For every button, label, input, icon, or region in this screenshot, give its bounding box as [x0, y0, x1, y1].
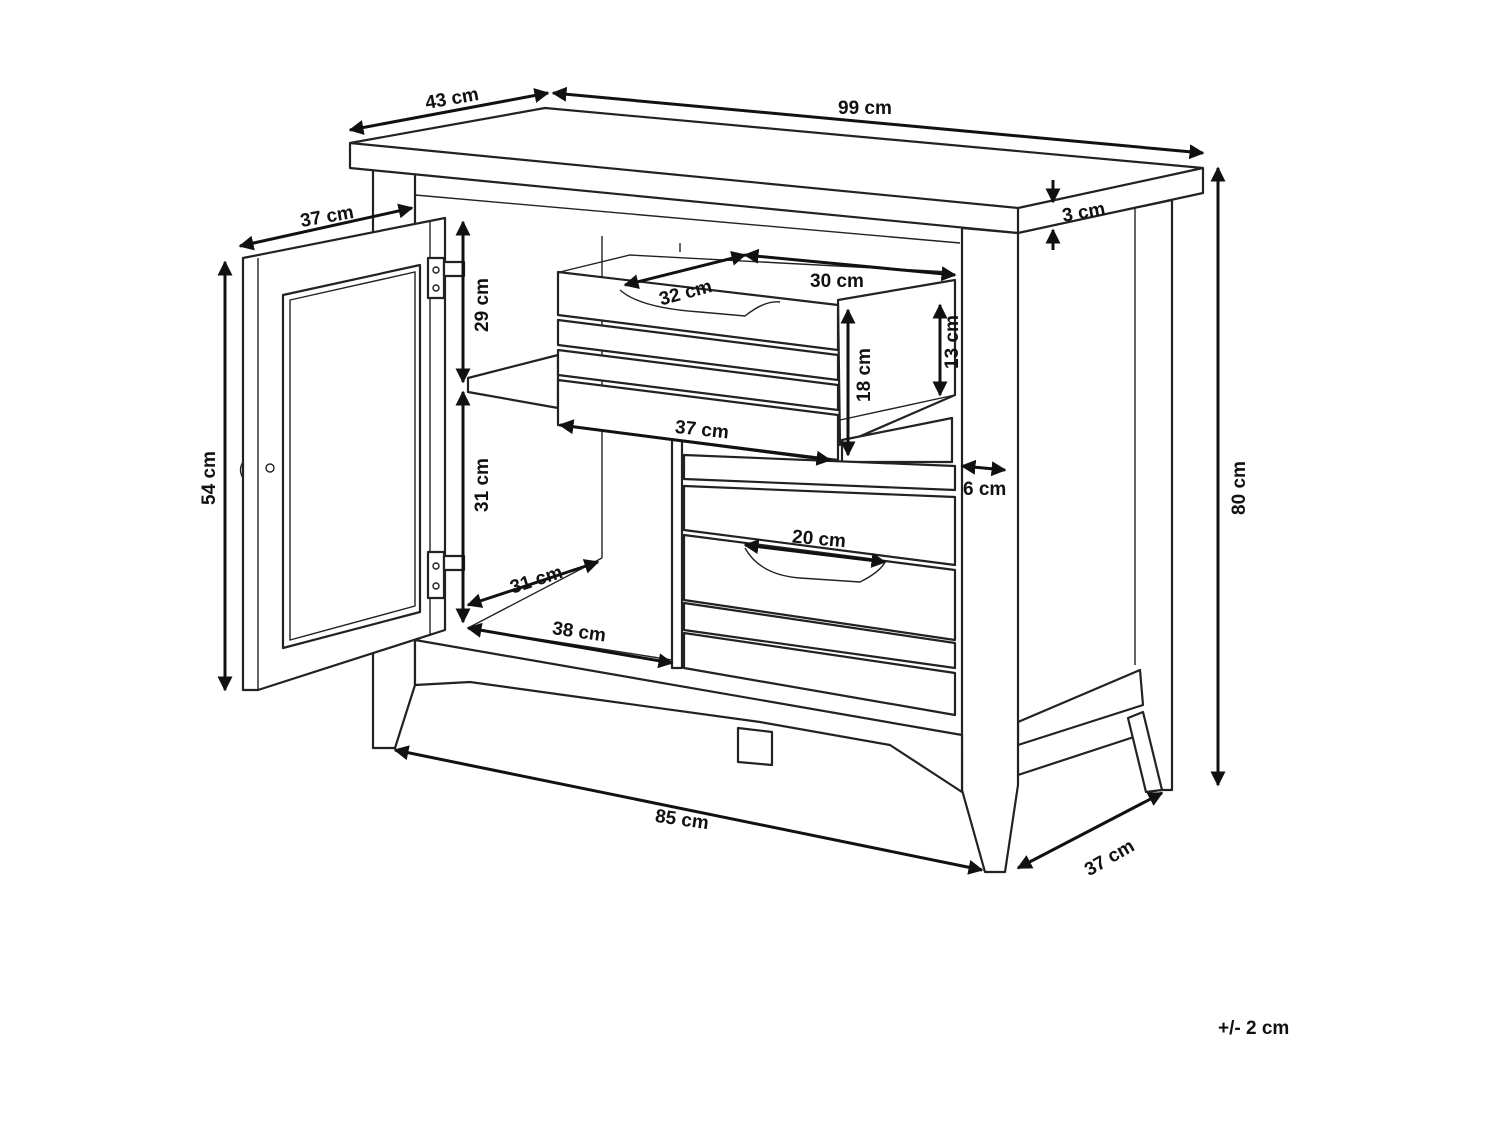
label-base-depth: 37 cm	[1081, 836, 1138, 881]
right-back-leg	[1126, 710, 1164, 794]
door-knob	[265, 463, 275, 473]
label-upper-compartment-height: 29 cm	[472, 278, 493, 332]
slat-2	[682, 484, 957, 567]
label-top-width: 99 cm	[838, 98, 892, 119]
label-side-thickness: 6 cm	[963, 479, 1006, 500]
label-door-width: 37 cm	[299, 202, 356, 232]
label-shelf-depth: 31 cm	[508, 562, 566, 599]
cabinet-door	[239, 216, 466, 692]
label-drawer-inner-height: 13 cm	[942, 315, 963, 369]
dimension-lines	[217, 86, 1226, 875]
slat-4	[682, 631, 957, 717]
label-total-height: 80 cm	[1229, 461, 1250, 515]
label-door-height: 54 cm	[199, 451, 220, 505]
label-lower-compartment-height: 31 cm	[472, 458, 493, 512]
label-base-width: 85 cm	[654, 806, 710, 834]
center-divider	[670, 438, 684, 670]
label-handle-width: 20 cm	[791, 527, 847, 553]
hinge-upper-icon	[426, 256, 466, 300]
slat-3	[682, 601, 957, 670]
door-glass-panel	[281, 263, 422, 650]
label-drawer-inner-width: 30 cm	[810, 271, 864, 292]
rear-leg	[736, 726, 774, 767]
drawer-front-board-3	[556, 348, 840, 412]
drawer-front-board-2	[556, 318, 840, 382]
inner-shelf	[466, 353, 560, 410]
closed-drawers	[682, 416, 957, 717]
right-front-leg	[960, 226, 1020, 874]
label-drawer-front-height: 18 cm	[854, 348, 875, 402]
label-top-depth: 43 cm	[424, 84, 481, 114]
tolerance-note: +/- 2 cm	[1218, 1018, 1290, 1039]
drawer-front-board-1	[556, 270, 840, 352]
